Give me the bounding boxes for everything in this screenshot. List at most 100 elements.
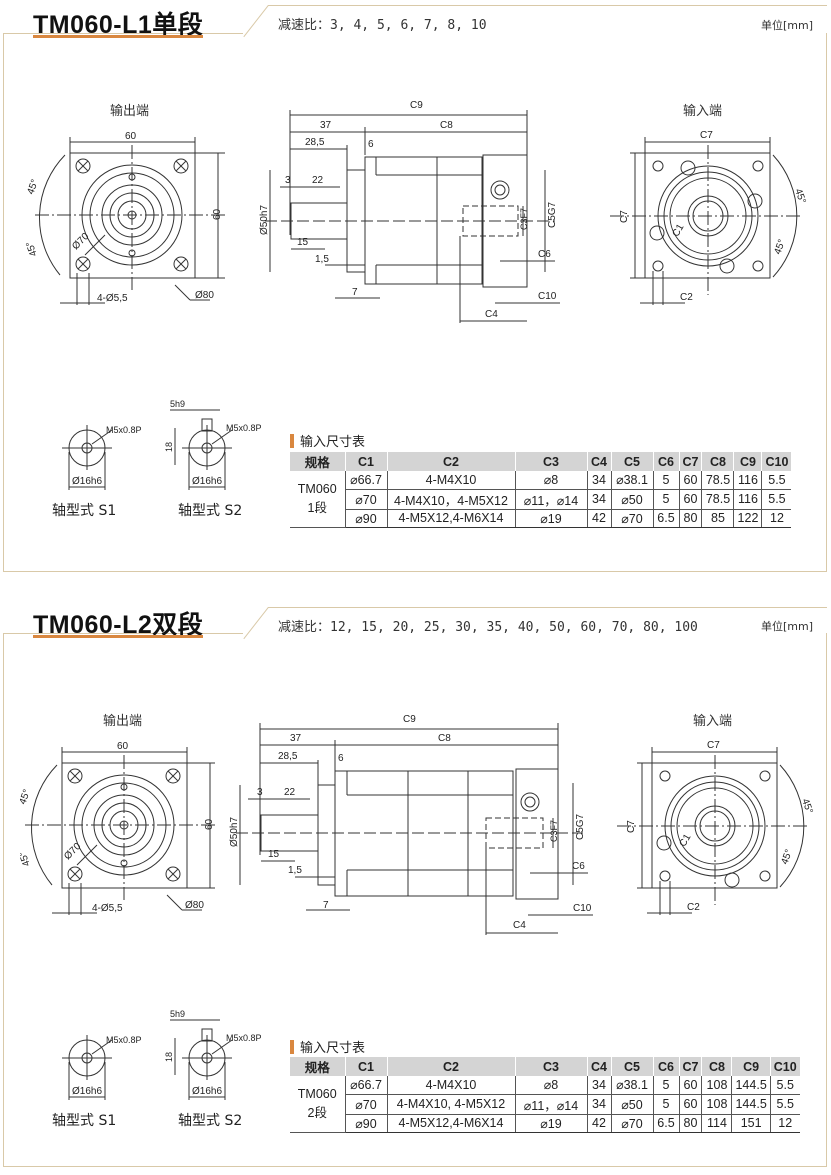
svg-text:M5x0.8P: M5x0.8P (226, 1033, 262, 1043)
model-title: TM060-L2双段 (33, 611, 204, 639)
reduction-ratio: 减速比：12, 15, 20, 25, 30, 35, 40, 50, 60, … (278, 620, 698, 635)
svg-text:45°: 45° (25, 240, 40, 258)
svg-text:Ø16h6: Ø16h6 (72, 1086, 102, 1097)
table-header-row: 规格 C1 C2 C3 C4 C5 C6 C7 C8 C9 C10 (290, 452, 792, 471)
svg-text:C7: C7 (626, 820, 637, 833)
svg-text:18: 18 (164, 442, 174, 452)
svg-text:37: 37 (290, 733, 302, 744)
input-end-drawing: C7 C7 45° 45° C1 C2 (610, 130, 808, 305)
svg-text:Ø70: Ø70 (70, 231, 91, 252)
frame-top-right (268, 5, 827, 6)
svg-text:22: 22 (312, 175, 324, 186)
svg-text:Ø80: Ø80 (185, 900, 204, 911)
table-title: 输入尺寸表 (290, 1037, 365, 1056)
svg-text:15: 15 (297, 237, 309, 248)
title-underline (33, 35, 203, 38)
svg-text:C9: C9 (403, 714, 416, 725)
title-bar-icon (290, 1039, 294, 1054)
output-end-drawing: 60 60 45° 45° Ø70 4-Ø5,5 Ø80 (20, 741, 215, 915)
side-view-drawing: C9 37 C8 28,5 6 Ø50h7 3 22 15 1,5 7 C5G7… (259, 100, 560, 323)
svg-text:C10: C10 (538, 291, 557, 302)
svg-text:15: 15 (268, 849, 280, 860)
svg-text:C5G7: C5G7 (575, 813, 586, 840)
shaft-s2-drawing: M5x0.8P 5h9 18 Ø16h6 (164, 399, 262, 490)
section-frame (3, 633, 827, 1167)
svg-text:M5x0.8P: M5x0.8P (106, 1035, 142, 1045)
svg-text:C2: C2 (680, 292, 693, 303)
frame-top-left (3, 633, 243, 634)
reduction-ratio: 减速比：3, 4, 5, 6, 7, 8, 10 (278, 18, 487, 33)
svg-text:Ø50h7: Ø50h7 (229, 817, 240, 847)
svg-text:M5x0.8P: M5x0.8P (226, 423, 262, 433)
section-frame (3, 33, 827, 572)
section-tm060-l1: TM060-L1单段 减速比：3, 4, 5, 6, 7, 8, 10 单位[m… (0, 0, 831, 580)
svg-text:C6: C6 (572, 861, 585, 872)
svg-text:3: 3 (257, 787, 263, 798)
svg-text:28,5: 28,5 (278, 751, 298, 762)
table-row: ⌀90 4-M5X12,4-M6X14 ⌀19 42 ⌀70 6.5 80 11… (290, 1114, 800, 1133)
shaft-s1-drawing: M5x0.8P Ø16h6 (62, 425, 142, 490)
table-title: 输入尺寸表 (290, 431, 365, 450)
svg-text:1,5: 1,5 (315, 254, 329, 265)
svg-text:4-Ø5,5: 4-Ø5,5 (92, 903, 123, 914)
unit-label: 单位[mm] (760, 19, 813, 32)
svg-text:C7: C7 (700, 130, 713, 141)
svg-text:6: 6 (368, 139, 374, 150)
svg-text:C2: C2 (687, 902, 700, 913)
shaft-s2-drawing: M5x0.8P 5h9 18 Ø16h6 (164, 1009, 262, 1100)
table-row: ⌀90 4-M5X12,4-M6X14 ⌀19 42 ⌀70 6.5 80 85… (290, 509, 792, 528)
model-title: TM060-L1单段 (33, 11, 204, 39)
svg-text:60: 60 (204, 818, 215, 830)
svg-text:Ø16h6: Ø16h6 (192, 476, 222, 487)
svg-text:28,5: 28,5 (305, 137, 325, 148)
svg-text:45°: 45° (20, 788, 33, 806)
input-end-label: 输入端 (693, 714, 733, 729)
shaft-s1-label: 轴型式 S1 (52, 503, 117, 519)
svg-text:Ø50h7: Ø50h7 (259, 205, 270, 235)
title-bar-icon (290, 433, 294, 448)
svg-text:C4: C4 (513, 920, 526, 931)
svg-text:Ø16h6: Ø16h6 (192, 1086, 222, 1097)
svg-text:37: 37 (320, 120, 332, 131)
svg-text:7: 7 (352, 287, 358, 298)
svg-text:C8: C8 (440, 120, 453, 131)
section-tm060-l2: TM060-L2双段 减速比：12, 15, 20, 25, 30, 35, 4… (0, 595, 831, 1175)
table-row: ⌀70 4-M4X10, 4-M5X12 ⌀11，⌀14 34 ⌀50 5 60… (290, 1094, 800, 1115)
svg-text:M5x0.8P: M5x0.8P (106, 425, 142, 435)
svg-text:4-Ø5,5: 4-Ø5,5 (97, 293, 128, 304)
svg-text:C4: C4 (485, 309, 498, 320)
svg-text:7: 7 (323, 900, 329, 911)
svg-text:45°: 45° (25, 178, 41, 196)
svg-text:C10: C10 (573, 903, 592, 914)
svg-text:1,5: 1,5 (288, 865, 302, 876)
svg-text:Ø16h6: Ø16h6 (72, 476, 102, 487)
side-view-drawing: C9 37 C8 28,5 6 Ø50h7 3 22 15 1,5 7 C5G7… (229, 714, 593, 935)
svg-text:45°: 45° (792, 187, 808, 205)
svg-text:Ø70: Ø70 (62, 841, 83, 862)
svg-text:C1: C1 (671, 222, 687, 239)
svg-text:C7: C7 (707, 740, 720, 751)
shaft-s2-label: 轴型式 S2 (178, 503, 243, 519)
shaft-s1-drawing: M5x0.8P Ø16h6 (62, 1035, 142, 1100)
svg-text:C5G7: C5G7 (547, 201, 558, 228)
table-row: ⌀70 4-M4X10，4-M5X12 ⌀11，⌀14 34 ⌀50 5 60 … (290, 489, 792, 510)
svg-text:C9: C9 (410, 100, 423, 111)
svg-text:5h9: 5h9 (170, 1009, 185, 1019)
svg-text:45°: 45° (20, 850, 33, 868)
title-underline (33, 635, 203, 638)
svg-text:3: 3 (285, 175, 291, 186)
unit-label: 单位[mm] (760, 620, 813, 633)
svg-text:C6: C6 (538, 249, 551, 260)
svg-text:45°: 45° (772, 238, 788, 256)
table-header-row: 规格 C1 C2 C3 C4 C5 C6 C7 C8 C9 C10 (290, 1057, 800, 1076)
svg-text:6: 6 (338, 753, 344, 764)
svg-text:22: 22 (284, 787, 296, 798)
svg-text:C8: C8 (438, 733, 451, 744)
svg-text:C7: C7 (619, 210, 630, 223)
svg-text:5h9: 5h9 (170, 399, 185, 409)
